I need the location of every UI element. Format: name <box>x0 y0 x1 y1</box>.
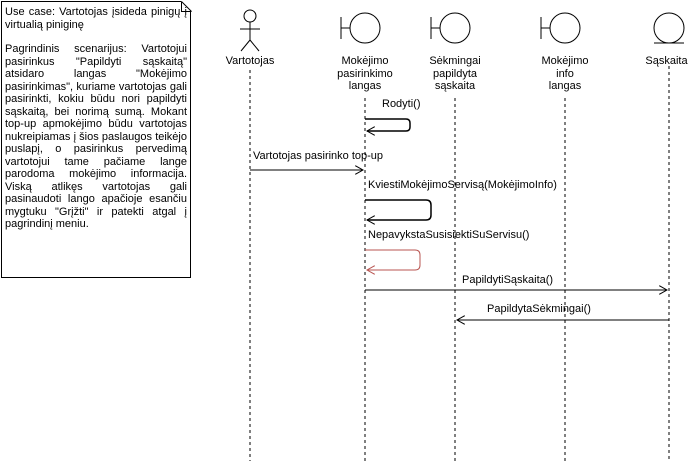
account-entity-icon <box>653 12 685 44</box>
use-case-note: Use case: Vartotojas įsideda pinigų į vi… <box>1 1 191 278</box>
message-label-papildyti: PapildytiSąskaita() <box>462 274 554 286</box>
success-window-boundary-icon <box>430 12 471 44</box>
participant-label-vartotojas: Vartotojas <box>225 55 275 67</box>
message-label-nepavyksta: NepavykstaSusisiektiSuServisu() <box>368 229 530 241</box>
participant-label-info-window: Mokėjimo info langas <box>541 55 589 92</box>
participant-label-account: Sąskaita <box>645 55 688 67</box>
participant-label-payment-window: Mokėjimo pasirinkimo langas <box>337 55 393 92</box>
note-fold-icon <box>181 1 192 12</box>
message-arrow-kviesti <box>365 199 432 220</box>
message-label-rodyti: Rodyti() <box>382 98 421 110</box>
message-label-top-up: Vartotojas pasirinko top-up <box>253 150 384 162</box>
message-arrow-rodyti <box>365 118 411 131</box>
payment-window-boundary-icon <box>340 12 381 44</box>
message-label-kviesti: KviestiMokėjimoServisą(MokėjimoInfo) <box>368 179 557 191</box>
info-window-boundary-icon <box>540 12 581 44</box>
message-label-papildyta-sekmingai: PapildytaSėkmingai() <box>487 303 591 315</box>
actor-vartotojas-icon <box>240 9 260 52</box>
note-scenario-text: Pagrindinis scenarijus: Vartotojui pasir… <box>5 43 187 230</box>
note-use-case-text: Use case: Vartotojas įsideda pinigų į vi… <box>5 6 187 31</box>
message-arrow-nepavyksta <box>365 249 421 270</box>
participant-label-success-window: Sėkmingai papildyta sąskaita <box>429 55 481 92</box>
